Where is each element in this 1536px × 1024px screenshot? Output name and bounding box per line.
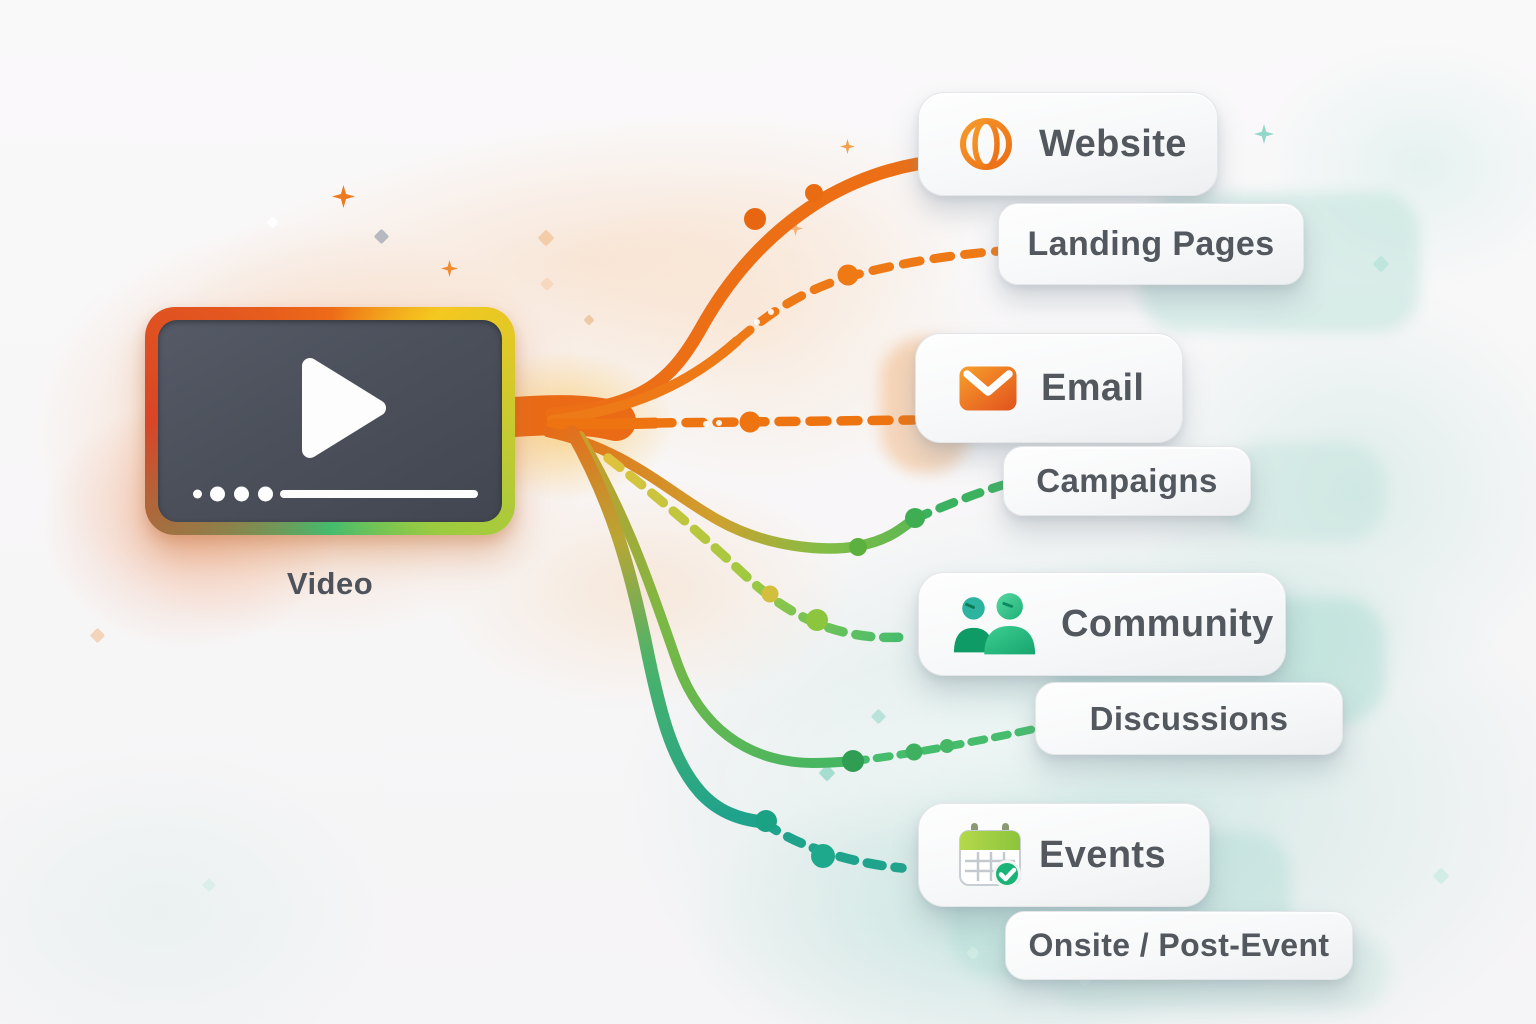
- card-label: Events: [1039, 833, 1167, 876]
- line-landing-pages: [547, 336, 742, 425]
- card-onsite-post-event[interactable]: Onsite / Post-Event: [1005, 911, 1353, 980]
- card-label: Community: [1061, 602, 1274, 645]
- line-discussions: [575, 431, 858, 769]
- envelope-icon: [958, 365, 1018, 412]
- card-label: Onsite / Post-Event: [1028, 927, 1330, 963]
- card-label: Landing Pages: [1027, 224, 1275, 263]
- card-email[interactable]: Email: [915, 333, 1183, 443]
- card-events[interactable]: Events: [918, 803, 1210, 907]
- card-campaigns[interactable]: Campaigns: [1003, 446, 1251, 516]
- line-events: [565, 425, 771, 829]
- video-screen: [158, 320, 502, 522]
- globe-icon: [957, 115, 1015, 173]
- play-icon[interactable]: [296, 352, 388, 464]
- calendar-check-icon: [957, 821, 1023, 889]
- card-label: Email: [1041, 366, 1145, 409]
- progress-dot: [234, 486, 249, 502]
- progress-bar: [280, 490, 478, 498]
- card-website[interactable]: Website: [918, 92, 1218, 196]
- card-label: Website: [1039, 122, 1187, 165]
- video-progress[interactable]: [158, 486, 502, 502]
- video-node[interactable]: [145, 307, 515, 535]
- line-campaigns: [542, 426, 920, 554]
- card-label: Campaigns: [1036, 462, 1218, 499]
- line-community: [603, 453, 908, 643]
- card-landing-pages[interactable]: Landing Pages: [998, 203, 1304, 285]
- line-email: [546, 417, 661, 430]
- people-icon: [951, 591, 1041, 657]
- progress-dot: [258, 486, 273, 502]
- line-website: [545, 157, 924, 421]
- card-discussions[interactable]: Discussions: [1035, 682, 1343, 755]
- progress-dot: [193, 489, 202, 499]
- card-community[interactable]: Community: [918, 572, 1286, 676]
- video-label: Video: [286, 566, 374, 601]
- card-label: Discussions: [1089, 699, 1289, 737]
- progress-dot: [210, 486, 225, 502]
